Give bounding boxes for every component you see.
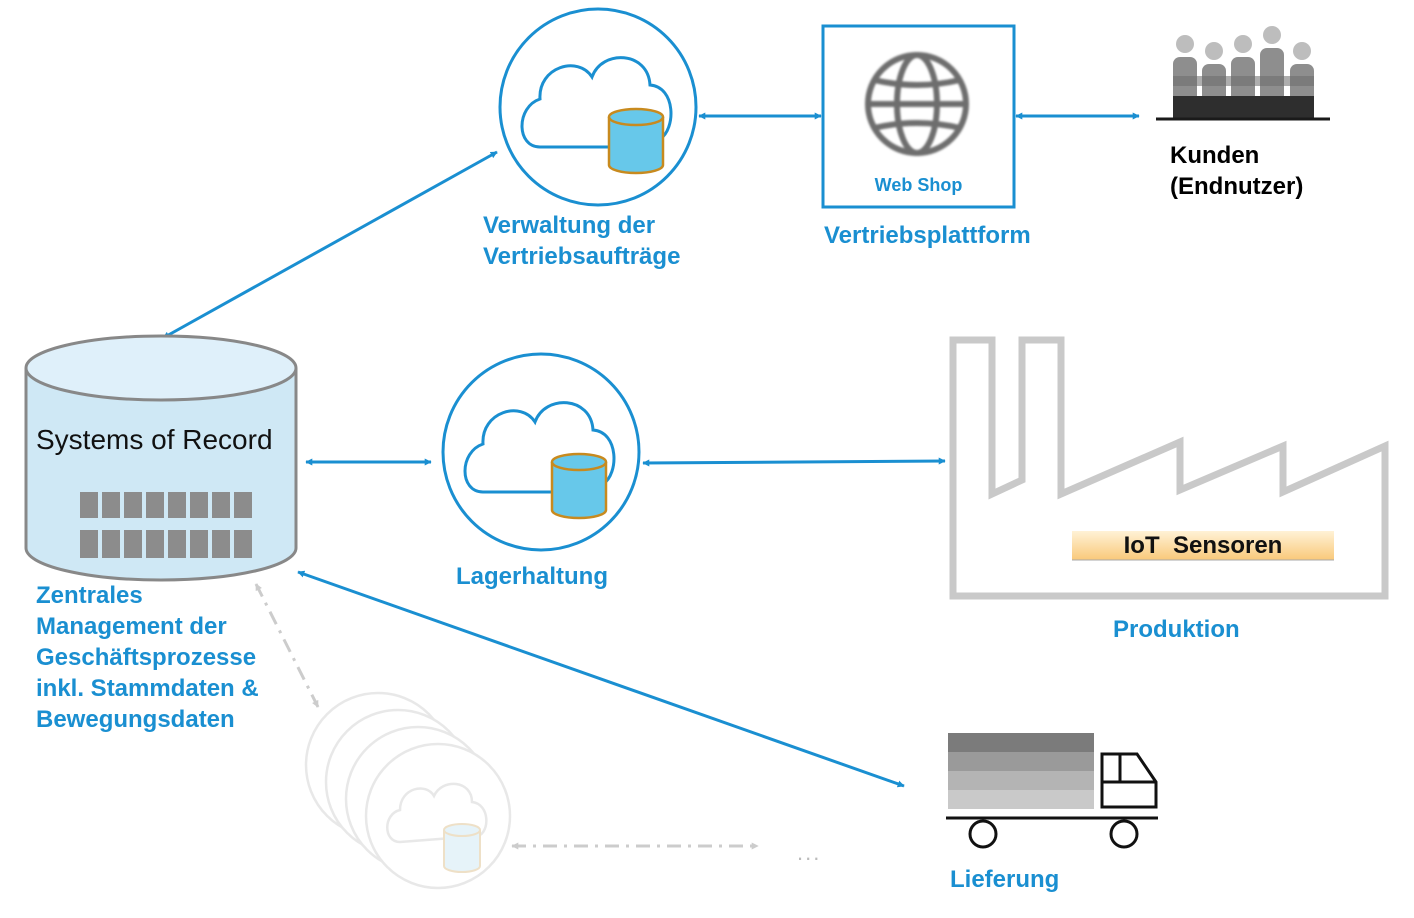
- connectors: [162, 112, 1140, 850]
- arrow-sor-to-sales-orders: [162, 150, 498, 340]
- caption-line: Zentrales: [36, 582, 143, 609]
- people-group-icon: [1156, 26, 1330, 121]
- production-caption: Produktion: [1113, 616, 1240, 643]
- web-shop-box: [821, 24, 1016, 209]
- people-bodies: [1173, 48, 1314, 118]
- globe-icon: [865, 52, 969, 156]
- caption-line: Kunden: [1170, 142, 1260, 169]
- caption-line: Bewegungsdaten: [36, 706, 235, 733]
- arrow-sor-to-delivery: [297, 570, 905, 788]
- delivery-caption: Lieferung: [950, 866, 1060, 893]
- caption-line: inkl. Stammdaten &: [36, 675, 259, 702]
- database-cylinder-icon: [24, 334, 298, 582]
- factory-icon: [949, 336, 1389, 600]
- cloud-database-icon: [441, 352, 641, 552]
- caption-line: (Endnutzer): [1170, 173, 1304, 200]
- more-ellipsis: ...: [797, 840, 822, 865]
- inventory-caption: Lagerhaltung: [456, 563, 609, 590]
- caption-line: Verwaltung der: [483, 212, 656, 239]
- caption-line: Vertriebsaufträge: [483, 243, 681, 270]
- truck-icon: [946, 733, 1158, 849]
- cloud-stack-icon: [304, 691, 512, 890]
- record-blocks: [80, 492, 252, 558]
- cloud-database-icon: [498, 7, 698, 207]
- sales-orders-caption: Verwaltung der Vertriebsaufträge: [483, 210, 680, 272]
- iot-sensors-label: IoT Sensoren: [1123, 532, 1283, 559]
- iot-sensor-bar: [1072, 531, 1334, 560]
- caption-line: Geschäftsprozesse: [36, 644, 257, 671]
- arrow-inventory-to-production: [642, 457, 946, 467]
- sales-platform-caption: Vertriebsplattform: [824, 222, 1031, 249]
- systems-of-record-title: Systems of Record: [36, 424, 273, 455]
- arrow-sor-to-cloud-stack: [254, 583, 320, 708]
- web-shop-label: Web Shop: [874, 175, 963, 195]
- caption-line: Management der: [36, 613, 227, 640]
- customers-caption: Kunden (Endnutzer): [1170, 140, 1303, 202]
- systems-of-record-caption: Zentrales Management der Geschäftsprozes…: [36, 580, 259, 735]
